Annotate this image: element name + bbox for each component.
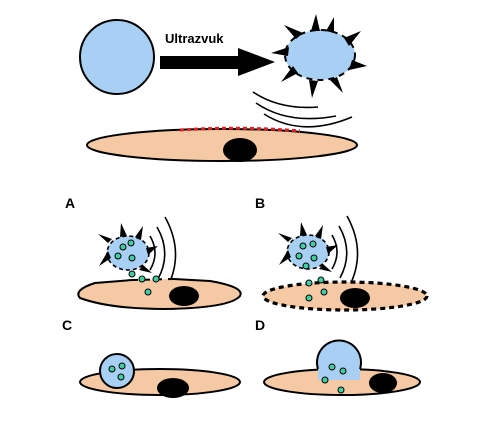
drug-particles bbox=[114, 239, 136, 262]
drug-particles bbox=[108, 362, 126, 381]
intact-microbubble bbox=[79, 19, 155, 95]
cell-top bbox=[86, 126, 358, 162]
drug-particles bbox=[321, 363, 347, 394]
bursting-microbubble bbox=[271, 14, 367, 98]
panel-b-cell bbox=[261, 276, 429, 312]
drug-particles bbox=[305, 276, 328, 302]
ultrasound-arrow bbox=[160, 48, 275, 76]
panel-c-label: C bbox=[62, 317, 72, 333]
cell-nucleus bbox=[340, 288, 370, 308]
panel-b-waves bbox=[331, 215, 359, 288]
cell-nucleus bbox=[369, 373, 397, 393]
cell-nucleus bbox=[223, 138, 257, 162]
panel-c-bubble bbox=[99, 353, 135, 389]
drug-particles bbox=[128, 270, 160, 296]
panel-b-bubble bbox=[278, 222, 338, 272]
panel-d-bubble bbox=[316, 339, 362, 394]
panel-a-label: A bbox=[65, 195, 75, 211]
cell-nucleus bbox=[169, 286, 199, 306]
drug-particles bbox=[295, 240, 318, 270]
cell-nucleus bbox=[157, 378, 189, 398]
ultrasound-label: Ultrazvuk bbox=[165, 31, 224, 46]
membrane-disruption bbox=[179, 126, 301, 133]
ultrasound-waves bbox=[252, 91, 353, 128]
panel-a-bubble bbox=[98, 223, 158, 273]
panel-a-cell bbox=[77, 270, 242, 311]
panel-b-label: B bbox=[255, 195, 265, 211]
panel-d-label: D bbox=[255, 317, 265, 333]
